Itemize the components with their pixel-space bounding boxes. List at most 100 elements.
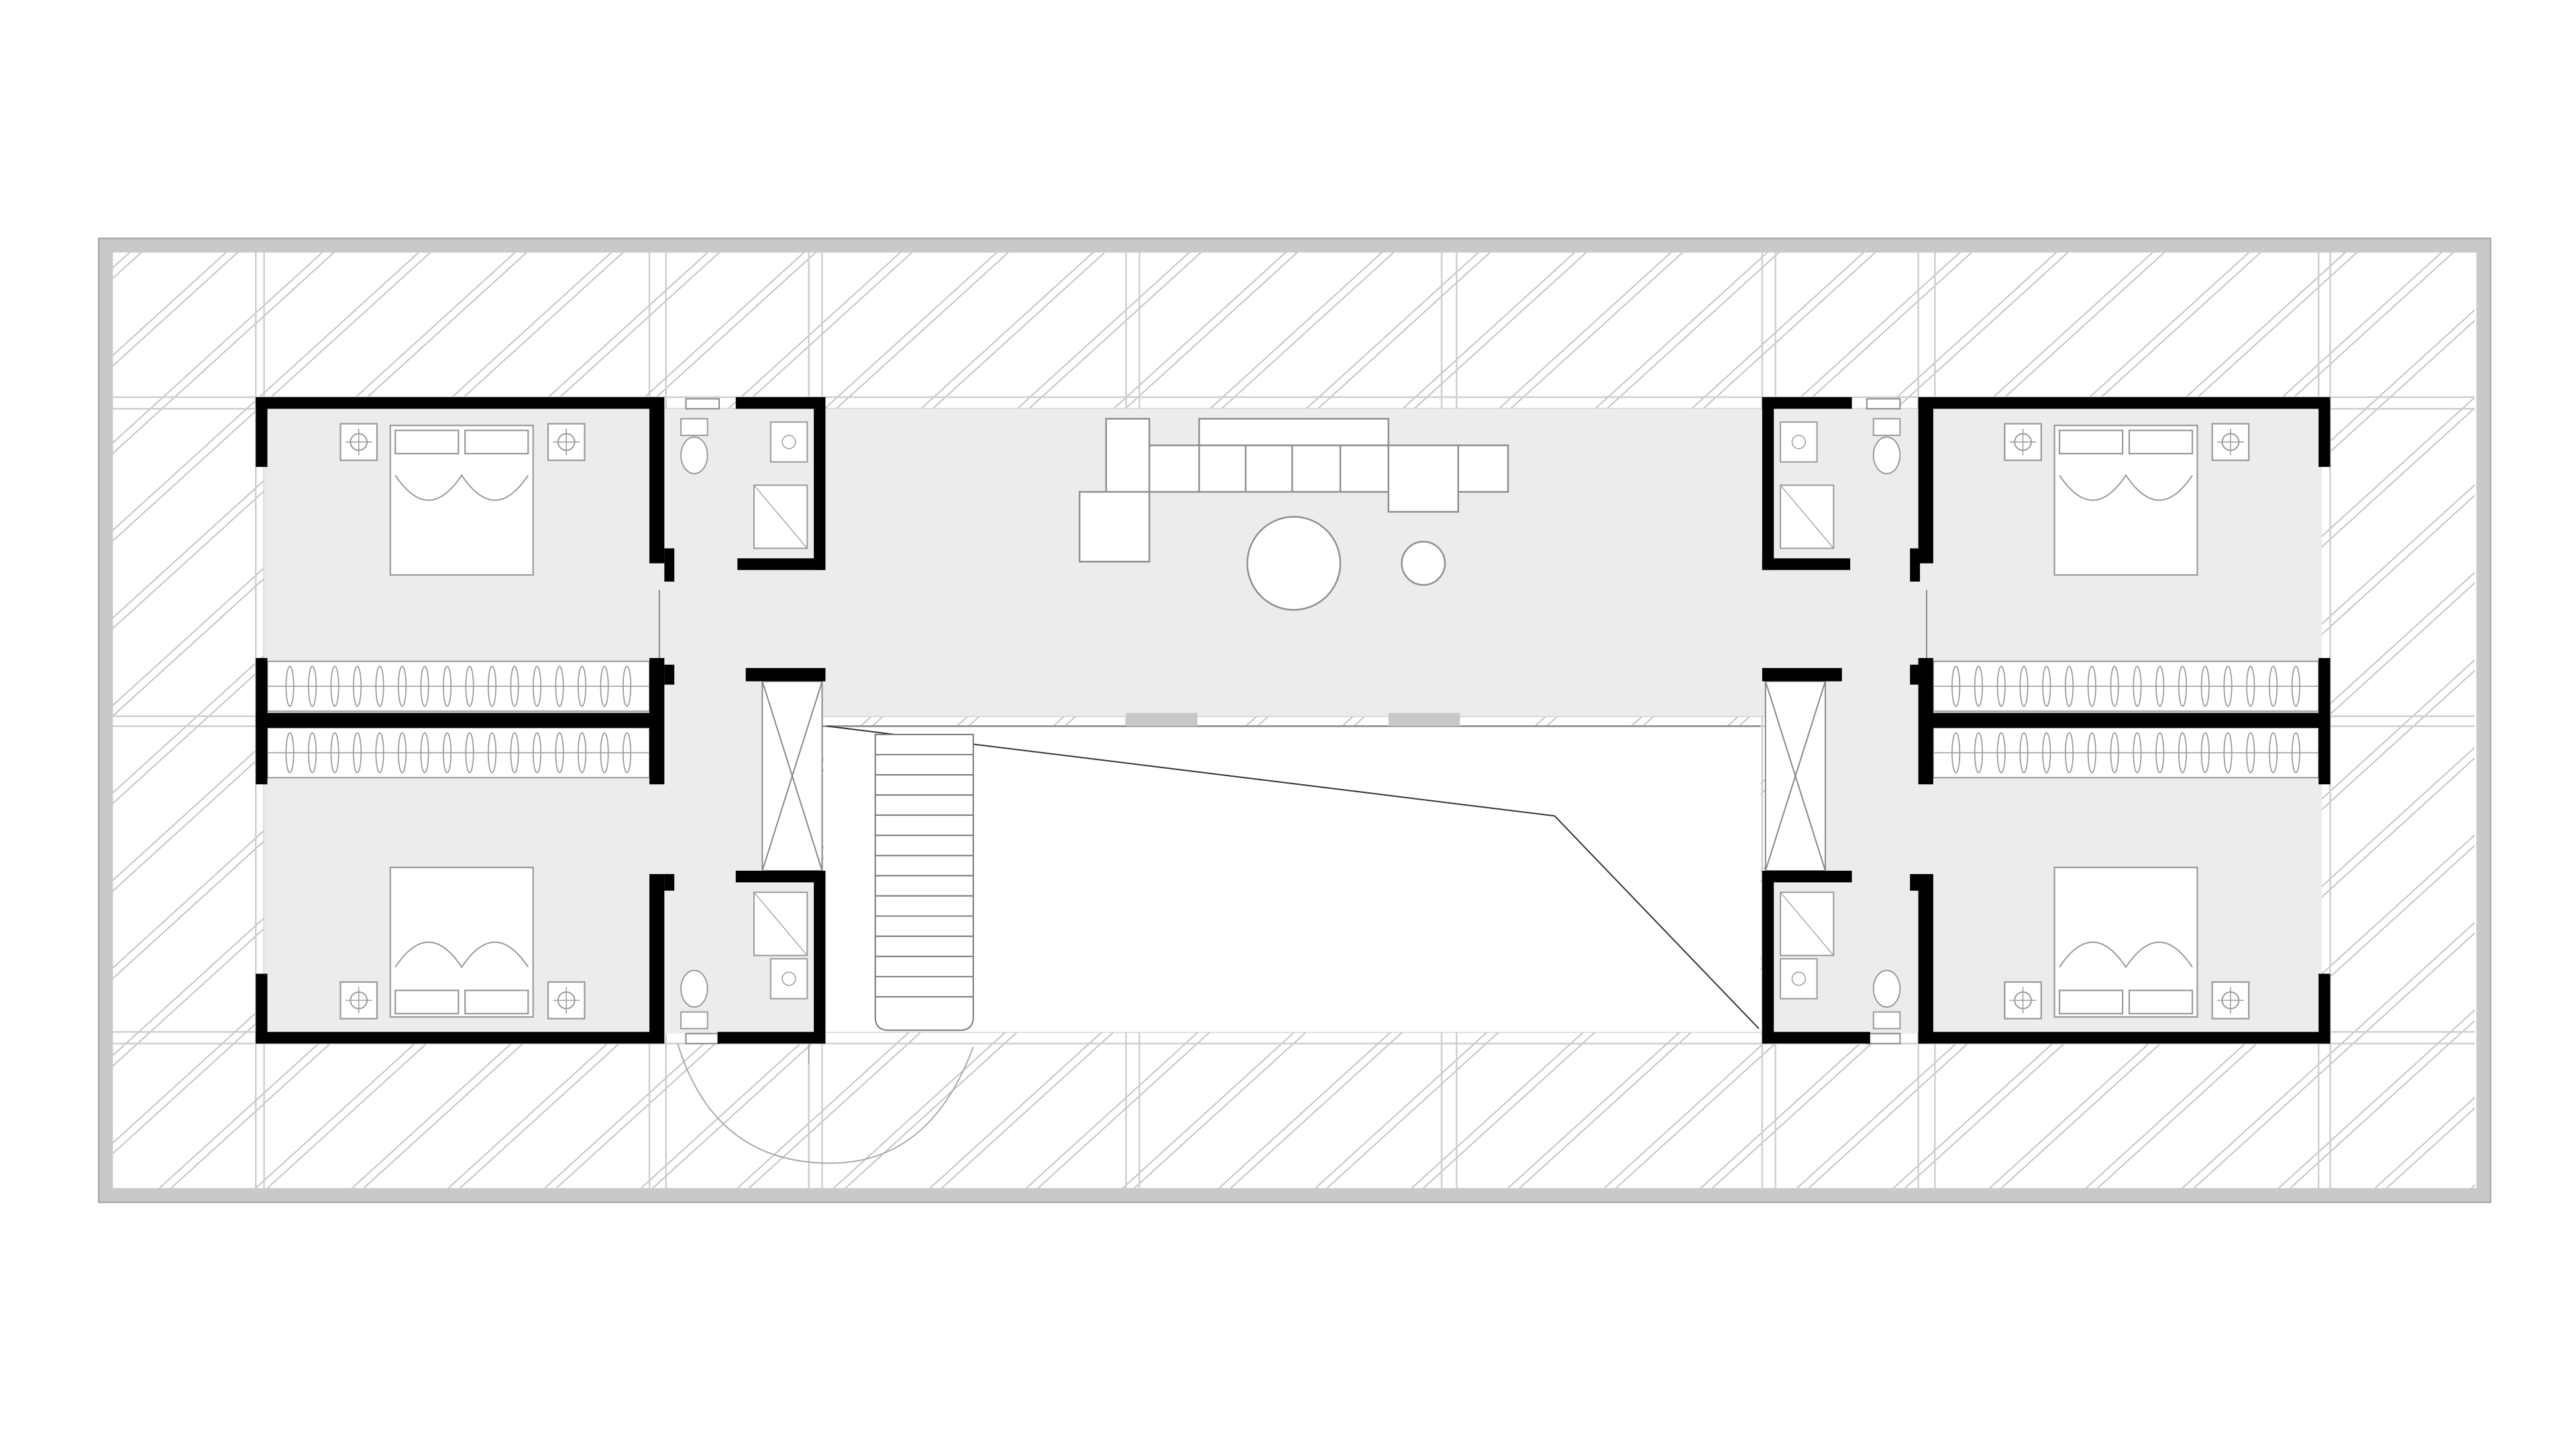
- site-boundary: [98, 237, 2491, 1203]
- hanger: [398, 732, 407, 773]
- duvet-fold: [394, 941, 529, 969]
- hanger: [2065, 732, 2074, 773]
- pillow: [394, 989, 460, 1015]
- hanger: [443, 665, 452, 707]
- hanger: [2087, 665, 2096, 707]
- toilet-bowl: [1872, 969, 1901, 1008]
- hanger: [465, 732, 474, 773]
- hanger: [398, 665, 407, 707]
- pillow: [394, 429, 460, 455]
- hatch-line: [2483, 253, 2576, 1189]
- bedroom-top-left: [339, 423, 586, 576]
- hanger: [488, 665, 497, 707]
- hatch-line: [0, 253, 45, 1189]
- bathroom-top-left: [680, 418, 808, 549]
- hanger: [2155, 665, 2165, 707]
- hanger: [2223, 665, 2233, 707]
- vanity: [769, 958, 808, 1000]
- pillow: [464, 989, 529, 1015]
- hanger: [2133, 732, 2142, 773]
- sink: [1791, 971, 1806, 986]
- hanger: [375, 732, 384, 773]
- hanger: [2133, 665, 2142, 707]
- hanger: [622, 732, 632, 773]
- hanger: [285, 732, 294, 773]
- hanger: [465, 665, 474, 707]
- hatch-line: [845, 252, 1876, 1189]
- hanger: [533, 732, 542, 773]
- sink: [1791, 435, 1806, 449]
- hanger: [600, 732, 609, 773]
- hanger: [1974, 665, 1983, 707]
- door-top-right: [1866, 398, 1901, 410]
- hanger: [2269, 732, 2278, 773]
- round-side-table: [1401, 541, 1446, 586]
- entry-door-swing: [677, 1043, 974, 1164]
- hanger: [533, 665, 542, 707]
- hanger: [443, 732, 452, 773]
- hanger: [308, 665, 317, 707]
- hanger: [420, 665, 429, 707]
- door-top-left: [685, 398, 720, 410]
- vanity: [769, 421, 808, 463]
- hanger: [2042, 665, 2051, 707]
- hanger: [2178, 732, 2188, 773]
- pillow: [464, 429, 529, 455]
- hanger: [1996, 665, 2006, 707]
- hanger: [555, 665, 564, 707]
- hanger: [2246, 732, 2255, 773]
- bedroom-bottom-left: [339, 866, 586, 1020]
- hanger: [2065, 665, 2074, 707]
- hatch-line: [2374, 1096, 2475, 1189]
- vanity: [1780, 958, 1818, 1000]
- hanger: [488, 732, 497, 773]
- round-coffee-table: [1246, 516, 1342, 611]
- duvet-fold: [2059, 941, 2193, 969]
- shower-drain-line: [1780, 892, 1834, 956]
- hatch-line: [748, 252, 1780, 1189]
- hanger: [1974, 732, 1983, 773]
- hanger: [2223, 732, 2233, 773]
- bedroom-top-right: [2004, 423, 2250, 576]
- toilet-bowl: [680, 436, 708, 474]
- hanger: [353, 665, 362, 707]
- duvet-fold: [394, 474, 529, 501]
- hanger: [2019, 732, 2029, 773]
- hanger: [1951, 732, 1961, 773]
- stair-void: [822, 712, 1761, 1032]
- bedroom-bottom-right: [2004, 866, 2250, 1020]
- hanger: [2178, 665, 2188, 707]
- window-right: [1388, 712, 1460, 727]
- closet-left-lower: [266, 727, 651, 779]
- closet-left-upper: [266, 660, 651, 712]
- hanger: [2291, 732, 2301, 773]
- sectional-sofa: [1105, 417, 1509, 513]
- hanger: [622, 665, 632, 707]
- bathroom-bottom-left: [680, 892, 808, 1030]
- hanger: [2110, 732, 2119, 773]
- hanger: [330, 665, 339, 707]
- window-left: [1126, 712, 1198, 727]
- hanger: [577, 732, 587, 773]
- hanger: [2269, 665, 2278, 707]
- door-bottom-left: [685, 1032, 720, 1044]
- hanger: [353, 732, 362, 773]
- sink: [782, 971, 796, 986]
- hanger: [510, 665, 519, 707]
- shower-drain-line: [1780, 484, 1834, 549]
- hanger: [2110, 665, 2119, 707]
- hanger: [375, 665, 384, 707]
- shower-drain-line: [753, 484, 808, 549]
- toilet-tank: [1872, 1011, 1901, 1030]
- hanger: [2200, 732, 2210, 773]
- hanger: [555, 732, 564, 773]
- hanger: [2155, 732, 2165, 773]
- hatch-line: [833, 252, 1864, 1189]
- hanger: [577, 665, 587, 707]
- hanger: [2019, 665, 2029, 707]
- hanger: [2200, 665, 2210, 707]
- ottoman: [1079, 490, 1150, 563]
- toilet-tank: [1872, 418, 1901, 436]
